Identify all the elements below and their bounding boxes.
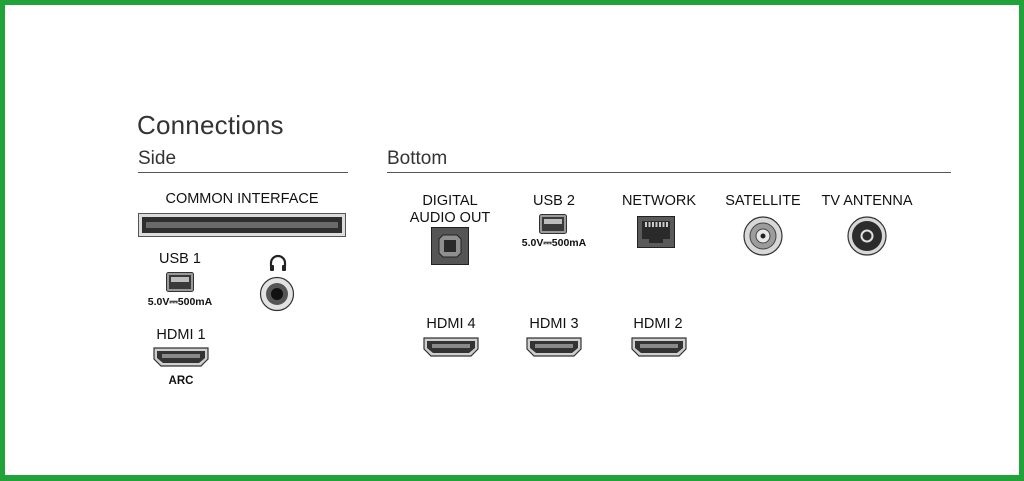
hdmi1-arc-label: ARC xyxy=(168,375,194,387)
usb2-spec: 5.0V⎓500mA xyxy=(521,237,587,249)
usb1-label: USB 1 xyxy=(159,251,201,267)
tv-antenna-label: TV ANTENNA xyxy=(821,193,913,209)
usb1-spec: 5.0V⎓500mA xyxy=(147,296,213,308)
hdmi2-port[interactable] xyxy=(631,337,687,357)
page-title: Connections xyxy=(137,110,284,140)
usb2-label: USB 2 xyxy=(533,193,575,209)
headphone-jack[interactable] xyxy=(259,276,295,312)
side-rule xyxy=(138,172,348,173)
common-interface-slot[interactable] xyxy=(138,213,346,237)
usb1-port[interactable] xyxy=(166,272,194,292)
hdmi4-label: HDMI 4 xyxy=(426,316,476,332)
hdmi2-label: HDMI 2 xyxy=(633,316,683,332)
hdmi3-label: HDMI 3 xyxy=(529,316,579,332)
side-section-title: Side xyxy=(138,148,177,169)
hdmi1-label: HDMI 1 xyxy=(156,327,206,343)
usb2-port[interactable] xyxy=(539,214,567,234)
hdmi1-port[interactable] xyxy=(153,347,209,367)
satellite-connector[interactable] xyxy=(743,216,783,256)
optical-audio-port[interactable] xyxy=(431,227,469,265)
bottom-rule xyxy=(387,172,951,173)
headphone-icon xyxy=(268,253,288,273)
digital-audio-out-line1: DIGITAL xyxy=(422,193,478,209)
hdmi4-port[interactable] xyxy=(423,337,479,357)
satellite-label: SATELLITE xyxy=(725,193,801,209)
bottom-section-title: Bottom xyxy=(387,148,448,169)
tv-antenna-connector[interactable] xyxy=(847,216,887,256)
network-port[interactable] xyxy=(637,216,675,248)
hdmi3-port[interactable] xyxy=(526,337,582,357)
network-label: NETWORK xyxy=(621,193,697,209)
digital-audio-out-line2: AUDIO OUT xyxy=(409,210,491,226)
common-interface-label: COMMON INTERFACE xyxy=(165,191,319,207)
digital-audio-out-label: DIGITAL AUDIO OUT xyxy=(395,193,505,227)
